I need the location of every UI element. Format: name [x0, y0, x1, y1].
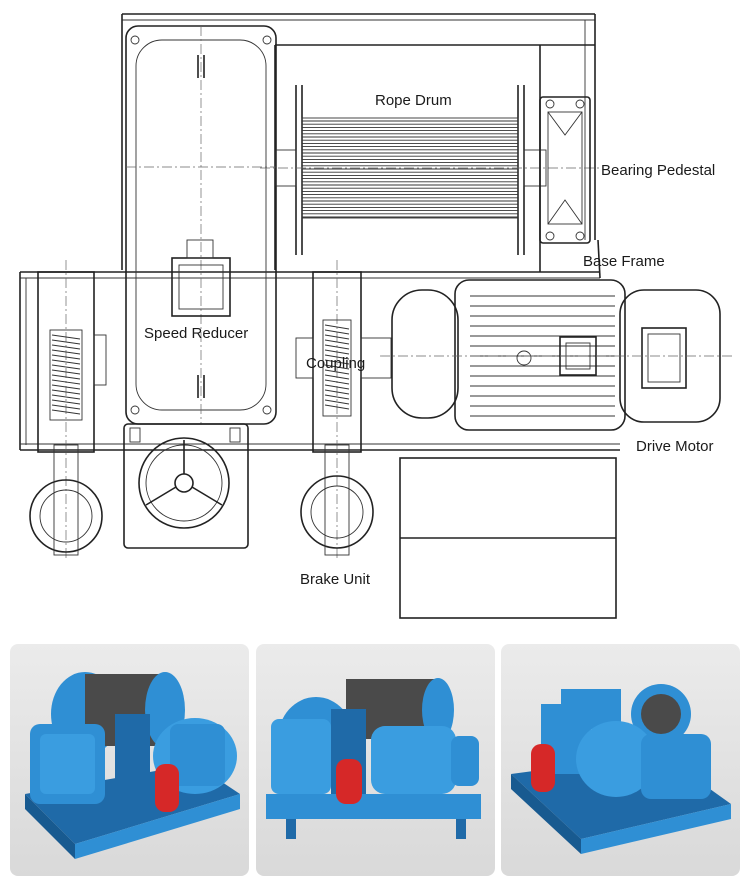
rope-drum-drawing: [260, 85, 600, 255]
left-brake-drawing: [29, 260, 107, 560]
label-speed-reducer: Speed Reducer: [144, 325, 248, 342]
base-frame-outline: [19, 13, 620, 451]
label-coupling: Coupling: [306, 355, 365, 372]
spec-table-box: [399, 457, 617, 619]
coupling-drawing: [295, 260, 392, 560]
winch-photo-3: [501, 644, 740, 876]
label-brake-unit: Brake Unit: [300, 571, 371, 588]
bearing-pedestal-drawing: [539, 96, 591, 244]
drive-motor-drawing: [380, 279, 735, 431]
winch-photo-1: [10, 644, 249, 876]
label-bearing-pedestal: Bearing Pedestal: [601, 162, 715, 179]
label-drive-motor: Drive Motor: [636, 438, 714, 455]
label-base-frame: Base Frame: [583, 253, 665, 270]
label-rope-drum: Rope Drum: [375, 92, 452, 109]
winch-technical-drawing: Rope Drum Bearing Pedestal Base Frame Sp…: [19, 13, 735, 619]
winch-photo-2: [256, 644, 495, 876]
product-photo-row: [0, 640, 750, 878]
speed-reducer-drawing: [123, 25, 277, 549]
